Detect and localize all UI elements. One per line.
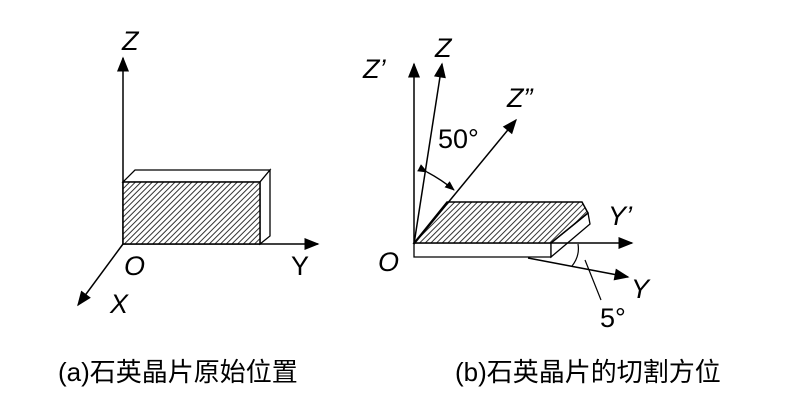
figure-b: Z Z’ Z” 50° Y’ O Y 5° bbox=[362, 33, 651, 333]
x-label: X bbox=[109, 289, 129, 319]
z-label: Z bbox=[434, 33, 453, 63]
z-double-prime-axis bbox=[413, 118, 517, 245]
z-prime-label: Z’ bbox=[362, 54, 386, 84]
angle-5-leader bbox=[584, 259, 602, 301]
y-axis bbox=[527, 257, 630, 281]
angle-50-arc bbox=[417, 164, 455, 191]
origin-label: O bbox=[378, 247, 399, 277]
z-double-prime-label: Z” bbox=[506, 83, 533, 113]
angle-5-label: 5° bbox=[600, 303, 626, 333]
y-label: Y bbox=[631, 274, 651, 304]
caption-a: (a)石英晶片原始位置 bbox=[58, 357, 298, 387]
y-prime-label: Y’ bbox=[608, 201, 633, 231]
y-label: Y bbox=[291, 251, 309, 281]
angle-50-label: 50° bbox=[438, 124, 479, 154]
origin-label: O bbox=[124, 251, 145, 281]
x-axis bbox=[77, 243, 124, 307]
z-axis bbox=[413, 62, 446, 245]
angle-5-arc bbox=[571, 243, 579, 267]
z-label: Z bbox=[121, 26, 140, 56]
quartz-slab bbox=[412, 201, 591, 259]
caption-b: (b)石英晶片的切割方位 bbox=[455, 357, 721, 387]
quartz-block bbox=[121, 168, 272, 246]
figure-a: Z O Y X bbox=[77, 26, 320, 319]
